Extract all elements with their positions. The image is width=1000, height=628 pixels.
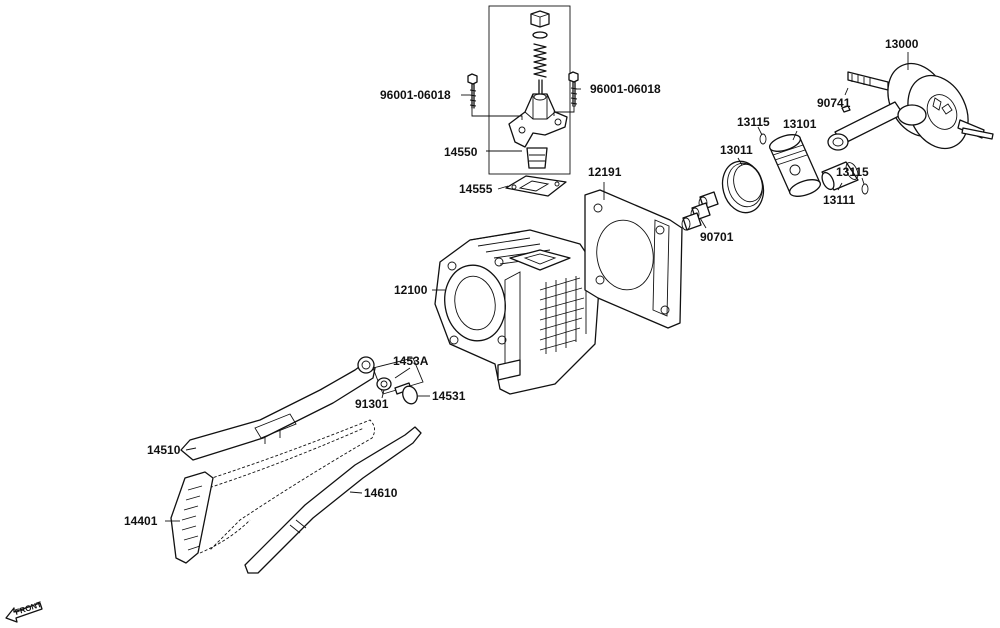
label-14555: 14555 [459,182,493,196]
tensioner-assembly [505,10,568,197]
label-12191: 12191 [588,165,622,179]
label-96001-06018-right: 96001-06018 [590,82,661,96]
label-13000: 13000 [885,37,919,51]
label-96001-06018-left: 96001-06018 [380,88,451,102]
label-14401: 14401 [124,514,158,528]
label-14610: 14610 [364,486,398,500]
piston-pin [821,161,859,191]
label-12100: 12100 [394,283,428,297]
piston-rings [721,160,765,214]
label-13115-lower: 13115 [836,165,869,179]
label-90701: 90701 [700,230,734,244]
label-13111: 13111 [823,193,855,207]
label-1453A: 1453A [393,354,429,368]
tensioner-lever [180,356,376,461]
label-14550: 14550 [444,145,478,159]
leader-lines [165,52,909,522]
cylinder-block [434,229,601,395]
pin-bushings [681,191,719,231]
label-13011: 13011 [720,143,753,157]
front-marker: FRONT [5,600,43,623]
bolt-right [568,71,579,107]
circlip-upper [759,133,767,145]
piston [768,134,822,197]
chain-guide [244,426,422,574]
cylinder-gasket [584,189,683,329]
crankshaft [827,62,994,151]
label-91301: 91301 [355,397,389,411]
circlip-lower [861,183,869,195]
timing-chain [170,419,375,564]
label-14531: 14531 [432,389,466,403]
pivot-hardware [372,357,424,405]
bolt-left [467,73,478,109]
label-14510: 14510 [147,443,181,457]
label-13101: 13101 [783,117,817,131]
tensioner-assembly-box [488,5,571,175]
label-90741: 90741 [817,96,851,110]
label-13115-upper: 13115 [737,115,770,129]
